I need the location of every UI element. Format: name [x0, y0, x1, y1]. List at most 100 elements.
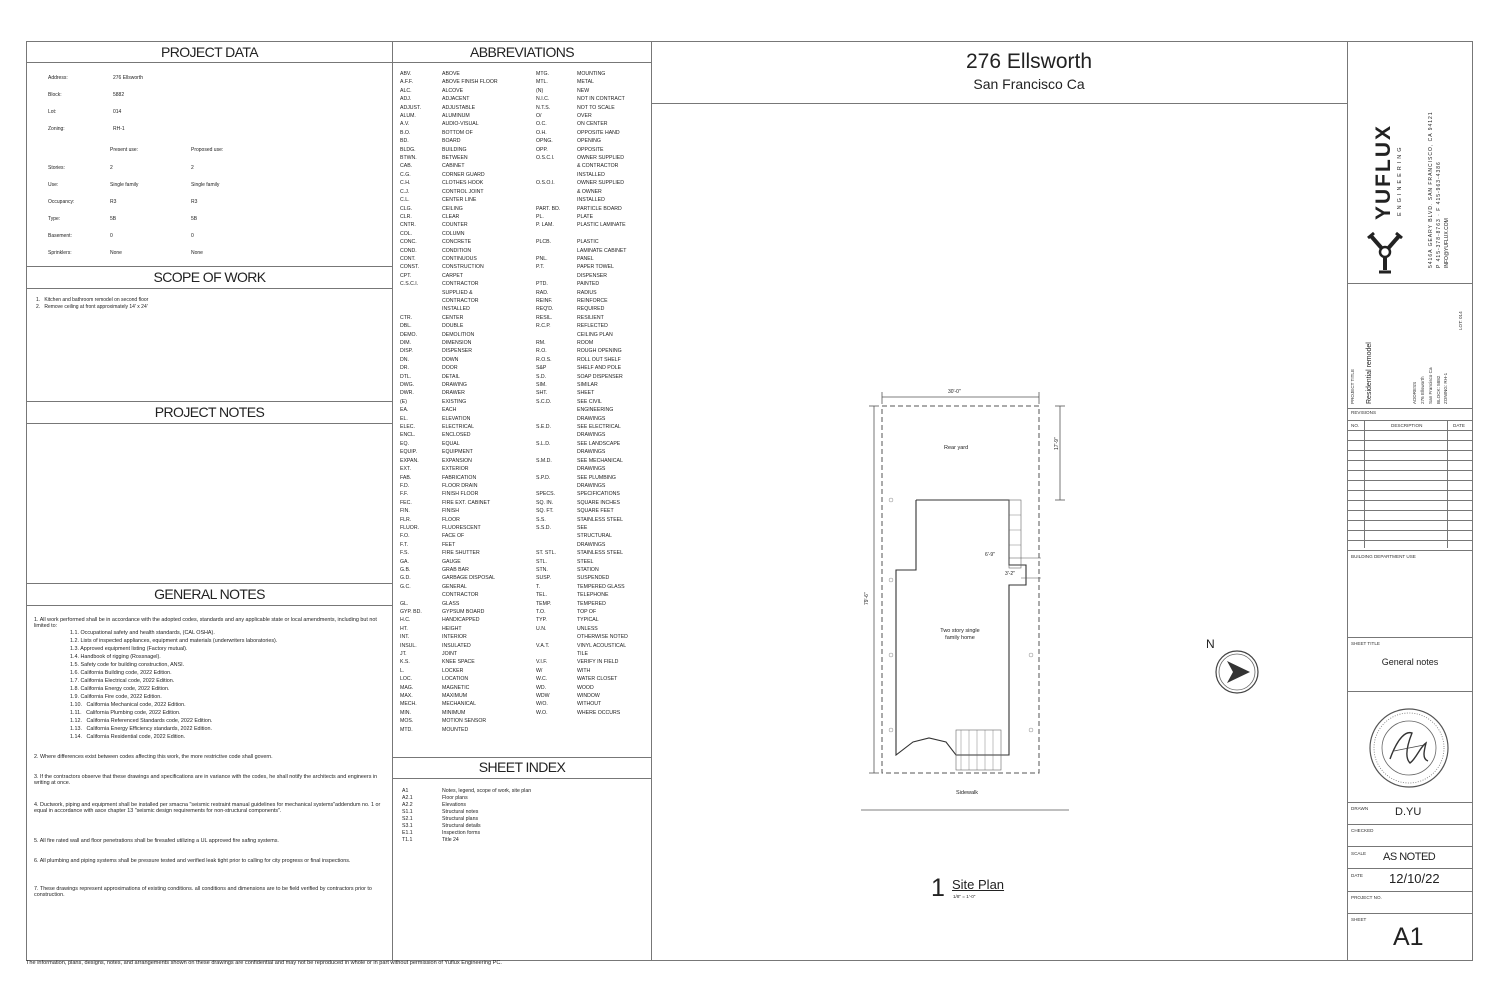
general-note-sub: 1.13. California Energy Efficiency stand… [70, 726, 212, 732]
yuflux-logo-icon [1367, 231, 1403, 274]
north-label: N [1206, 637, 1215, 651]
tb-lot: LOT: 014 [1458, 311, 1463, 330]
pd-zoning-label: Zoning: [48, 126, 65, 132]
company-sub: ENGINEERING [1397, 144, 1403, 216]
pd-row-proposed: 2 [191, 165, 194, 171]
date-label: DATE [1351, 873, 1363, 878]
drawn-label: DRAWN [1351, 806, 1369, 811]
pd-row-present: 5B [110, 216, 117, 222]
date-value: 12/10/22 [1389, 871, 1440, 886]
side-dimension: 6'-9" [985, 552, 995, 558]
engineer-seal-icon [1369, 708, 1449, 788]
rev-date-header: DATE [1453, 423, 1465, 428]
sheet-index-desc: Structural notes [442, 809, 479, 815]
house-label: family home [945, 635, 975, 641]
sidewalk-label: Sidewalk [956, 790, 979, 796]
general-note-sub: 1.12. California Referenced Standards co… [70, 718, 213, 724]
pd-block-label: Block: [48, 92, 62, 98]
view-title: Site Plan [952, 877, 1005, 892]
project-data-title: PROJECT DATA [160, 44, 259, 60]
scope-of-work-section: SCOPE OF WORK 1. Kitchen and bathroom re… [26, 266, 393, 401]
sheet-label: SHEET [1351, 917, 1367, 922]
scope-of-work-title: SCOPE OF WORK [153, 269, 267, 285]
sheet-index-number: T1.1 [402, 837, 413, 843]
general-note-sub: 1.4. Handbook of rigging (Rossnagel). [70, 654, 161, 660]
pd-lot: 014 [113, 109, 122, 115]
sheet-index-section: SHEET INDEX A1 Notes, legend, scope of w… [392, 757, 652, 961]
tb-address-label: ADDRESS [1412, 381, 1417, 404]
pd-row-present: R3 [110, 199, 117, 205]
general-note-sub: 1.8. California Energy code, 2022 Editio… [70, 686, 170, 692]
pd-address-label: Address: [48, 75, 68, 81]
sheet-index-number: S1.1 [402, 809, 413, 815]
general-note: 4. Ductwork, piping and equipment shall … [34, 802, 381, 815]
pd-present-header: Present use: [110, 147, 139, 153]
revisions-label: REVISIONS [1351, 410, 1377, 415]
pd-row-proposed: None [191, 250, 203, 256]
pd-row-proposed: 5B [191, 216, 198, 222]
company-address: 5416A GEARY BLVD. SAN FRANCISCO, CA 9412… [1428, 111, 1434, 268]
pd-row-proposed: 0 [191, 233, 194, 239]
rev-desc-header: DESCRIPTION [1391, 423, 1423, 428]
abbreviation-desc-left: ABOVE ABOVE FINISH FLOOR ALCOVE ADJACENT… [442, 71, 498, 733]
sheet-title: General notes [1381, 657, 1439, 667]
pd-block: 5882 [113, 92, 125, 98]
pd-row-present: 0 [110, 233, 113, 239]
lot-width-dimension: 30'-0" [948, 389, 961, 395]
rev-no-header: NO. [1351, 423, 1360, 428]
pd-lot-label: Lot: [48, 109, 57, 115]
pd-row-label: Type: [48, 216, 61, 222]
revisions-table: NO. DESCRIPTION DATE [1347, 420, 1473, 548]
sheet-index-desc: Title 24 [442, 837, 459, 843]
drawing-subtitle: San Francisco Ca [973, 76, 1085, 92]
general-note: 6. All plumbing and piping systems shall… [34, 858, 351, 864]
project-title: Residential remodel [1366, 342, 1373, 404]
scope-item: 2. Remove ceiling at front approximately… [36, 304, 148, 310]
scope-item: 1. Kitchen and bathroom remodel on secon… [36, 297, 149, 303]
project-no-label: PROJECT NO. [1351, 895, 1382, 900]
rear-yard-dimension: 17'-9" [1054, 437, 1060, 450]
project-notes-title: PROJECT NOTES [154, 404, 265, 420]
building-dept-label: BUILDING DEPARTMENT USE [1351, 554, 1416, 559]
view-scale: 1/8" = 1'-0" [953, 894, 976, 899]
general-note: 7. These drawings represent approximatio… [34, 886, 372, 899]
abbreviation-list-right: MTG. MTL. (N) N.I.C. N.T.S. O/ O.C. O.H.… [536, 71, 561, 716]
tb-block: BLOCK: 5882 [1436, 375, 1441, 404]
view-number: 1 [931, 874, 945, 902]
sheet-index-number: A2.2 [402, 802, 413, 808]
pd-zoning: RH-1 [113, 126, 125, 132]
pd-proposed-header: Proposed use: [191, 147, 224, 153]
abbreviation-list-left: ABV. A.F.F. ALC. ADJ. ADJUST. ALUM. A.V.… [400, 71, 422, 733]
general-notes-title: GENERAL NOTES [154, 586, 265, 602]
pd-address: 276 Ellsworth [113, 75, 144, 81]
general-note: 5. All fire rated wall and floor penetra… [34, 838, 279, 844]
pd-row-proposed: R3 [191, 199, 198, 205]
tb-zoning: ZONING: RH-1 [1443, 372, 1448, 404]
project-title-label: PROJECT TITLE [1350, 368, 1355, 404]
sheet-index-desc: Inspection forms [442, 830, 481, 836]
general-note-sub: 1.5. Safety code for building constructi… [70, 662, 185, 668]
general-note: 3. If the contractors observe that these… [34, 774, 378, 787]
general-note-sub: 1.3. Approved equipment listing (Factory… [70, 646, 188, 652]
pd-row-present: None [110, 250, 122, 256]
sheet-index-desc: Structural details [442, 823, 481, 829]
pd-row-present: Single family [110, 182, 139, 188]
general-note: 1. All work performed shall be in accord… [34, 617, 377, 630]
pd-row-present: 2 [110, 165, 113, 171]
general-notes-section: GENERAL NOTES 1. All work performed shal… [26, 583, 393, 961]
drawn-by: D.YU [1395, 806, 1422, 818]
sheet-index-desc: Notes, legend, scope of work, site plan [442, 788, 532, 794]
abbreviations-section: ABBREVIATIONS ABV. A.F.F. ALC. ADJ. ADJU… [392, 41, 652, 758]
sheet-index-number: S3.1 [402, 823, 413, 829]
general-note-sub: 1.1. Occupational safety and health stan… [70, 630, 215, 636]
drawing-title: 276 Ellsworth [965, 50, 1093, 73]
sheet-index-desc: Elevations [442, 802, 466, 808]
sheet-title-label: SHEET TITLE [1351, 641, 1380, 646]
house-label: Two story single [940, 628, 980, 634]
general-note-sub: 1.7. California Electrical code, 2022 Ed… [70, 678, 175, 684]
tb-address-line: San Francisco Ca [1428, 367, 1433, 404]
scale-label: SCALE [1351, 851, 1367, 856]
project-notes-section: PROJECT NOTES [26, 401, 393, 583]
general-note-sub: 1.9. California Fire code, 2022 Edition. [70, 694, 162, 700]
